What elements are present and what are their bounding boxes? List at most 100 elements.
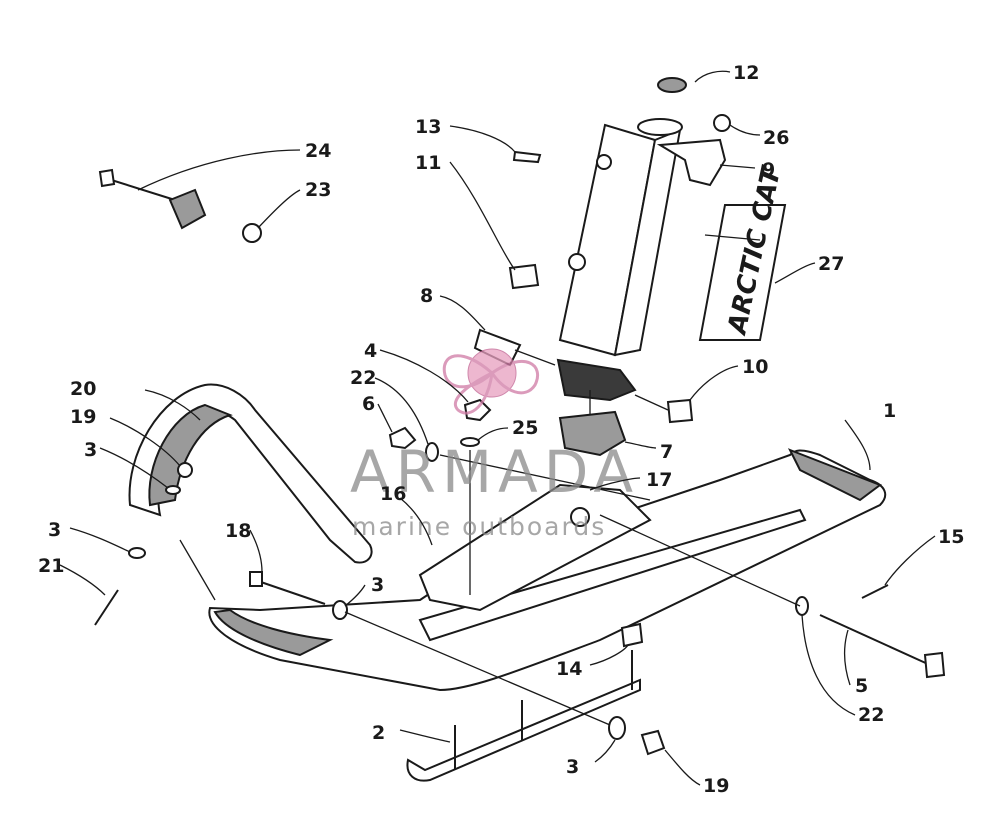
callout-25: 25	[512, 417, 538, 439]
leader-15	[884, 535, 936, 586]
leader-26	[729, 124, 761, 136]
leader-22-top	[374, 377, 429, 445]
leader-3-bottom	[594, 739, 616, 763]
leader-17	[589, 477, 641, 491]
watermark-propeller-icon	[442, 348, 540, 415]
assembly-line-4	[344, 611, 611, 726]
callout-3-mid: 3	[371, 574, 384, 596]
leader-14	[589, 644, 629, 666]
leader-11	[449, 161, 516, 271]
leader-23	[257, 189, 301, 229]
leader-9	[719, 164, 756, 169]
spindle-bottom-block	[556, 358, 637, 402]
ski-nose-texture	[213, 608, 334, 657]
assembly-line-8	[514, 349, 556, 366]
part-15-pin	[861, 584, 889, 599]
callout-6: 6	[362, 393, 375, 415]
leader-3-mid	[344, 584, 366, 607]
part-23-nut	[242, 223, 262, 243]
part-22-washer-top	[425, 442, 439, 462]
assembly-lines	[179, 349, 801, 726]
leader-2	[399, 729, 451, 743]
leader-24	[137, 149, 301, 191]
callout-3-left: 3	[48, 519, 61, 541]
hardware	[94, 77, 946, 756]
ski-center-rail	[418, 508, 807, 642]
callout-14: 14	[556, 658, 582, 680]
leader-logo-line	[704, 234, 761, 241]
leader-21	[59, 564, 106, 596]
callout-10: 10	[742, 356, 768, 378]
leader-25	[477, 427, 509, 441]
leader-8	[439, 295, 486, 331]
callout-7: 7	[660, 441, 673, 463]
callout-23: 23	[305, 179, 331, 201]
callout-22-top: 22	[350, 367, 376, 389]
part-24-bolt-head	[98, 168, 116, 188]
part-3-washer-handle	[165, 485, 181, 495]
leader-lines	[59, 70, 936, 786]
leader-19-top	[109, 417, 181, 467]
callout-19-top: 19	[70, 406, 96, 428]
leader-1	[844, 419, 871, 471]
callout-1: 1	[883, 400, 896, 422]
callout-24: 24	[305, 140, 331, 162]
spindle-top	[637, 118, 683, 136]
callout-15: 15	[938, 526, 964, 548]
ski-runner-texture	[787, 448, 883, 502]
part-19-nut-bottom	[640, 729, 666, 756]
part-3-washer-left	[128, 547, 146, 559]
leader-12	[694, 70, 731, 83]
watermark: ARMADA marine outboards	[350, 348, 633, 541]
callout-16: 16	[380, 483, 406, 505]
part-7-damper-block	[558, 410, 627, 457]
part-21-bolt	[94, 589, 119, 626]
part-6-nut	[388, 426, 417, 450]
assembly-line-7	[634, 394, 669, 411]
part-22-washer-right	[795, 596, 809, 616]
part-12-cap	[657, 77, 687, 93]
logo-decal-outline	[698, 204, 787, 341]
part-26-nut	[713, 114, 731, 132]
logo-decal: ARCTIC CAT	[698, 162, 787, 341]
leader-19-bottom	[664, 749, 701, 786]
callout-20: 20	[70, 378, 96, 400]
leader-20	[144, 389, 201, 421]
wear-bar-body	[406, 678, 641, 782]
leader-18	[249, 529, 263, 573]
leader-3-left	[69, 527, 131, 553]
spindle-hole-top	[596, 154, 612, 170]
part-10-bushing	[666, 398, 694, 424]
leader-13	[449, 125, 516, 153]
ski	[208, 448, 887, 692]
callout-13: 13	[415, 116, 441, 138]
leader-3-handle	[99, 447, 169, 489]
part-23-wedge	[168, 188, 207, 230]
ski-saddle	[418, 483, 652, 612]
assembly-line-3	[599, 514, 801, 607]
callout-22-bottom: 22	[858, 704, 884, 726]
spindle-arm	[656, 138, 727, 187]
part-14-nut	[620, 622, 644, 648]
part-18-bolt	[254, 579, 326, 605]
callout-17: 17	[646, 469, 672, 491]
part-18-bolt-head	[249, 571, 263, 587]
callout-4: 4	[364, 340, 377, 362]
leader-22-bottom	[801, 614, 856, 716]
leader-7	[624, 441, 657, 449]
callout-2: 2	[372, 722, 385, 744]
callout-3-bottom: 3	[566, 756, 579, 778]
callout-5: 5	[855, 675, 868, 697]
callout-12: 12	[733, 62, 759, 84]
callout-21: 21	[38, 555, 64, 577]
part-5-bolt	[819, 614, 931, 666]
callout-8: 8	[420, 285, 433, 307]
part-5-bolt-head	[923, 651, 946, 679]
spindle	[556, 118, 727, 402]
part-13-grease-fitting	[512, 150, 542, 164]
leader-4	[379, 349, 469, 403]
spindle-hole-mid	[568, 253, 586, 271]
part-4-nut	[463, 398, 492, 422]
callout-18: 18	[225, 520, 251, 542]
